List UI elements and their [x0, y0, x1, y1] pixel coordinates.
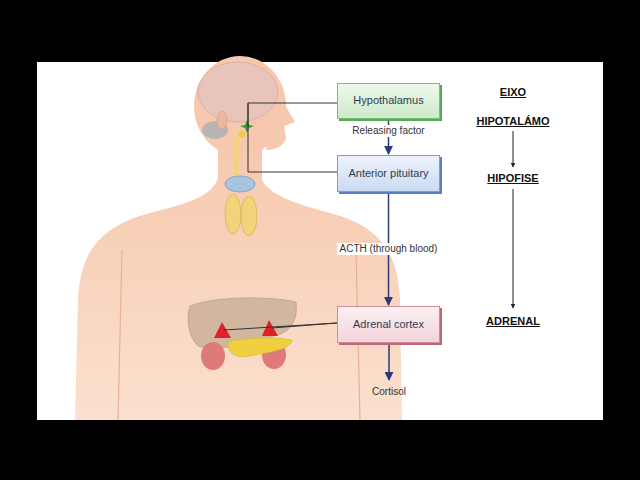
- box-label: Hypothalamus: [353, 94, 423, 107]
- axis-step: ADRENAL: [486, 315, 540, 328]
- ear: [217, 111, 227, 129]
- axis-step: HIPOTALÁMO: [476, 115, 549, 128]
- axis-arrow: [513, 131, 514, 167]
- leader-line: [224, 323, 337, 330]
- process-box: Hypothalamus: [337, 83, 440, 119]
- leader-line: [248, 103, 337, 126]
- pituitary-gland: [239, 131, 246, 138]
- pancreas: [228, 338, 292, 357]
- box-label: Adrenal cortex: [353, 318, 424, 331]
- brain: [198, 62, 278, 122]
- hypothalamus-mark: [240, 120, 254, 133]
- thyroid: [225, 176, 255, 192]
- axis-step: HIPOFISE: [487, 172, 538, 185]
- leader-line: [248, 103, 337, 172]
- axis-arrow: [513, 189, 514, 308]
- slide-panel: [37, 62, 603, 420]
- thymus: [225, 194, 241, 234]
- edge-label: Releasing factor: [349, 125, 427, 137]
- output-label: Cortisol: [372, 386, 406, 398]
- axis-title: EIXO: [500, 86, 526, 99]
- box-label: Anterior pituitary: [348, 167, 428, 180]
- leader-line: [272, 323, 337, 328]
- edge-label: ACTH (through blood): [337, 243, 441, 255]
- flow-arrow: [388, 344, 390, 380]
- process-box: Anterior pituitary: [337, 155, 440, 192]
- process-box: Adrenal cortex: [337, 306, 440, 343]
- thymus: [241, 196, 257, 236]
- spinal-cord: [234, 136, 239, 175]
- arm-line: [118, 250, 122, 420]
- kidney: [201, 342, 225, 370]
